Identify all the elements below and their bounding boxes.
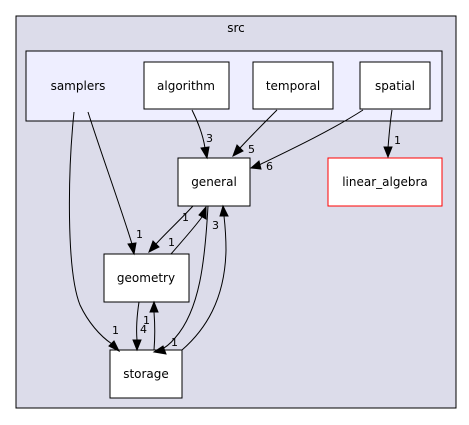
node-algorithm-label: algorithm bbox=[157, 79, 215, 93]
edge-storage-geometry[interactable]: 1 bbox=[143, 300, 159, 351]
node-spatial-label: spatial bbox=[375, 79, 415, 93]
edge-label-temporal-general: 5 bbox=[248, 143, 255, 156]
edge-temporal-general[interactable]: 5 bbox=[232, 109, 278, 158]
node-storage[interactable]: storage bbox=[109, 349, 183, 399]
node-spatial[interactable]: spatial bbox=[359, 61, 431, 110]
edge-storage-general[interactable]: 1 bbox=[171, 204, 229, 351]
edge-spatial-linear-algebra[interactable]: 1 bbox=[383, 109, 401, 159]
edge-label-general-storage: 3 bbox=[212, 219, 219, 232]
edge-label-geometry-storage: 4 bbox=[140, 323, 147, 336]
edge-samplers-storage[interactable]: 1 bbox=[68, 111, 121, 353]
cluster-samplers-label: samplers bbox=[51, 79, 106, 93]
edge-label-geometry-general: 1 bbox=[168, 236, 175, 249]
node-linear-algebra-label: linear_algebra bbox=[342, 175, 428, 189]
edge-label-spatial-general: 6 bbox=[266, 160, 273, 173]
edge-label-storage-general: 1 bbox=[171, 336, 178, 349]
node-general-label: general bbox=[191, 175, 237, 189]
edge-general-storage[interactable]: 3 bbox=[152, 205, 219, 355]
edge-label-spatial-linear-algebra: 1 bbox=[394, 134, 401, 147]
node-temporal[interactable]: temporal bbox=[252, 61, 334, 110]
node-geometry-label: geometry bbox=[117, 271, 175, 285]
edge-label-general-geometry: 1 bbox=[182, 211, 189, 224]
edge-samplers-geometry[interactable]: 1 bbox=[87, 111, 143, 256]
node-storage-label: storage bbox=[123, 367, 169, 381]
node-general[interactable]: general bbox=[177, 157, 251, 207]
cluster-src-label: src bbox=[227, 21, 245, 35]
edge-geometry-storage[interactable]: 4 bbox=[132, 301, 147, 352]
edge-label-samplers-storage: 1 bbox=[112, 324, 119, 337]
edge-label-algorithm-general: 3 bbox=[206, 132, 213, 145]
node-algorithm[interactable]: algorithm bbox=[143, 61, 230, 110]
edge-label-samplers-geometry: 1 bbox=[136, 228, 143, 241]
edge-general-geometry[interactable]: 1 bbox=[148, 205, 194, 254]
edge-spatial-general[interactable]: 6 bbox=[249, 109, 364, 173]
edge-geometry-general[interactable]: 1 bbox=[168, 205, 207, 255]
node-temporal-label: temporal bbox=[266, 79, 320, 93]
edge-label-storage-geometry: 1 bbox=[143, 314, 150, 327]
edge-algorithm-general[interactable]: 3 bbox=[191, 109, 213, 160]
node-geometry[interactable]: geometry bbox=[103, 253, 190, 303]
node-linear-algebra[interactable]: linear_algebra bbox=[327, 157, 443, 207]
